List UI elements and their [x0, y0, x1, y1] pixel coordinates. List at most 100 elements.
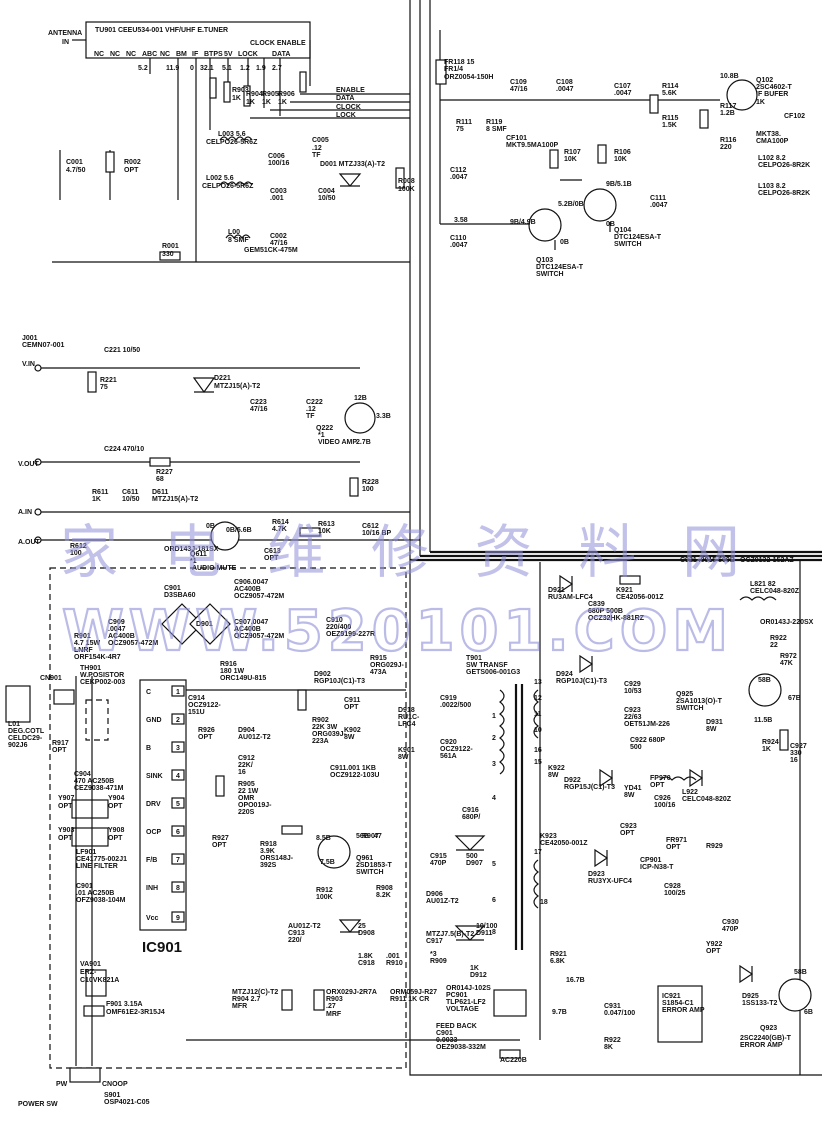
q923-transistor: [778, 978, 812, 1012]
component-label: C921 .0015 500B: [680, 557, 735, 564]
component-label: CEZ9038-471M: [74, 785, 124, 792]
component-label: OET51JM-226: [624, 721, 670, 728]
component-label: .001: [386, 953, 400, 960]
component-label: ORC149U-815: [220, 675, 266, 682]
component-label: R911 1K CR: [390, 996, 429, 1003]
component-label: .0047: [650, 202, 668, 209]
component-label: ORF154K-4R7: [74, 654, 121, 661]
component-label: 1K: [246, 99, 255, 106]
component-label: 220/: [288, 937, 302, 944]
component-label: CELC048-820Z: [682, 796, 732, 803]
component-label: 4.7K: [272, 526, 287, 533]
component-label: ORM059J-R27: [390, 989, 437, 996]
component-label: 220/400: [326, 624, 351, 631]
component-label: 47: [374, 833, 382, 840]
component-label: 470P: [722, 926, 739, 933]
component-label: MTZJ7.5(B)-T2: [426, 931, 474, 938]
component-label: J001: [22, 335, 38, 342]
tuner-pin-label: IF: [192, 51, 199, 58]
component-label: D901: [196, 621, 213, 628]
bus-label: LOCK: [336, 112, 356, 119]
component-label: R114: [662, 83, 678, 90]
ic901-pin-box: [171, 685, 185, 697]
component-label: R611: [92, 489, 108, 496]
component-label: R906: [278, 91, 295, 98]
component-label: R117: [720, 103, 736, 110]
power-input-section: C901D3SBA60C906.0047AC400BOCZ9057-472MC9…: [5, 579, 375, 1108]
component-label: RU3AM-LFC4: [548, 594, 593, 601]
component-label: Q103: [536, 257, 553, 264]
component-label: C928: [664, 883, 681, 890]
component-label: L002 5.6: [206, 175, 234, 182]
ic901-pin-name: F/B: [146, 857, 157, 864]
component-label: MRF: [326, 1011, 342, 1018]
component-label: 2SC4602-T: [756, 84, 793, 91]
component-label: R612: [70, 543, 87, 550]
component-label: 75: [100, 384, 108, 391]
component-label: *1: [318, 432, 325, 439]
watermark-cjk: 家电维修资料网: [60, 518, 740, 586]
component-label: 1K: [762, 746, 771, 753]
component-label: D907: [466, 860, 483, 867]
component-label: DTC124ESA-T: [536, 264, 584, 271]
component-label: 10/100: [476, 923, 498, 930]
ic901-pin-number: 6: [176, 829, 180, 836]
component-label: 902J6: [8, 742, 28, 749]
component-label: OPT: [620, 830, 635, 837]
component-label: RU1C-: [398, 714, 420, 721]
component-label: A.IN: [18, 509, 32, 516]
component-label: OPT: [650, 782, 665, 789]
tuner-pin-label: NC: [126, 51, 136, 58]
component-label: 5.2B/0B: [558, 201, 584, 208]
component-label: C914: [188, 695, 205, 702]
component-label: LNRF: [74, 647, 93, 654]
component-label: 8K: [604, 1044, 613, 1051]
ic901-pin-name: GND: [146, 717, 162, 724]
component-label: OPT: [58, 835, 73, 842]
component-label: POWER SW: [18, 1101, 58, 1108]
component-label: 8.5B: [316, 835, 331, 842]
ic901-pin-box: [171, 911, 185, 923]
component-label: C006: [268, 153, 285, 160]
component-label: R106: [614, 149, 631, 156]
if-section: FR118 15FR1/4ORZ0054-150HC10947/16C108.0…: [435, 30, 810, 278]
component-label: C221 10/50: [104, 347, 140, 354]
component-label: 0B: [560, 239, 569, 246]
component-label: 100: [70, 550, 82, 557]
component-label: Y907: [58, 795, 74, 802]
component-label: 100/25: [664, 890, 686, 897]
power-input-labels: C901D3SBA60C906.0047AC400BOCZ9057-472MC9…: [8, 579, 375, 1108]
component-label: 100K: [316, 894, 333, 901]
component-label: .12: [306, 406, 316, 413]
component-label: ERROR AMP: [740, 1042, 783, 1049]
component-label: ORG039J-: [312, 731, 347, 738]
component-label: 1K: [470, 965, 479, 972]
component-label: 1K: [232, 95, 241, 102]
component-label: R116: [720, 137, 736, 144]
component-label: S901: [104, 1092, 120, 1099]
component-label: 100K: [398, 186, 415, 193]
component-label: D922: [564, 777, 581, 784]
component-label: 25: [358, 923, 366, 930]
component-label: RGP10J(C1)-T3: [556, 678, 607, 685]
component-label: Y903: [58, 827, 74, 834]
component-label: R918: [260, 841, 277, 848]
component-label: 68: [156, 476, 164, 483]
component-label: 47/16: [270, 240, 288, 247]
component-label: 1K: [278, 99, 287, 106]
component-label: 8 SMF: [486, 126, 507, 133]
component-label: R907: [362, 833, 379, 840]
ic901-pin-box: [171, 769, 185, 781]
q103-transistor: [528, 208, 562, 242]
ic901-pin-name: Vcc: [146, 915, 159, 922]
component-label: OPT: [52, 747, 67, 754]
component-label: 470P: [430, 860, 447, 867]
component-label: K902: [344, 727, 361, 734]
component-label: R908: [376, 885, 393, 892]
component-label: OPT: [344, 704, 359, 711]
component-label: 7.5B: [320, 859, 335, 866]
pc901-optocoupler: [493, 989, 527, 1017]
